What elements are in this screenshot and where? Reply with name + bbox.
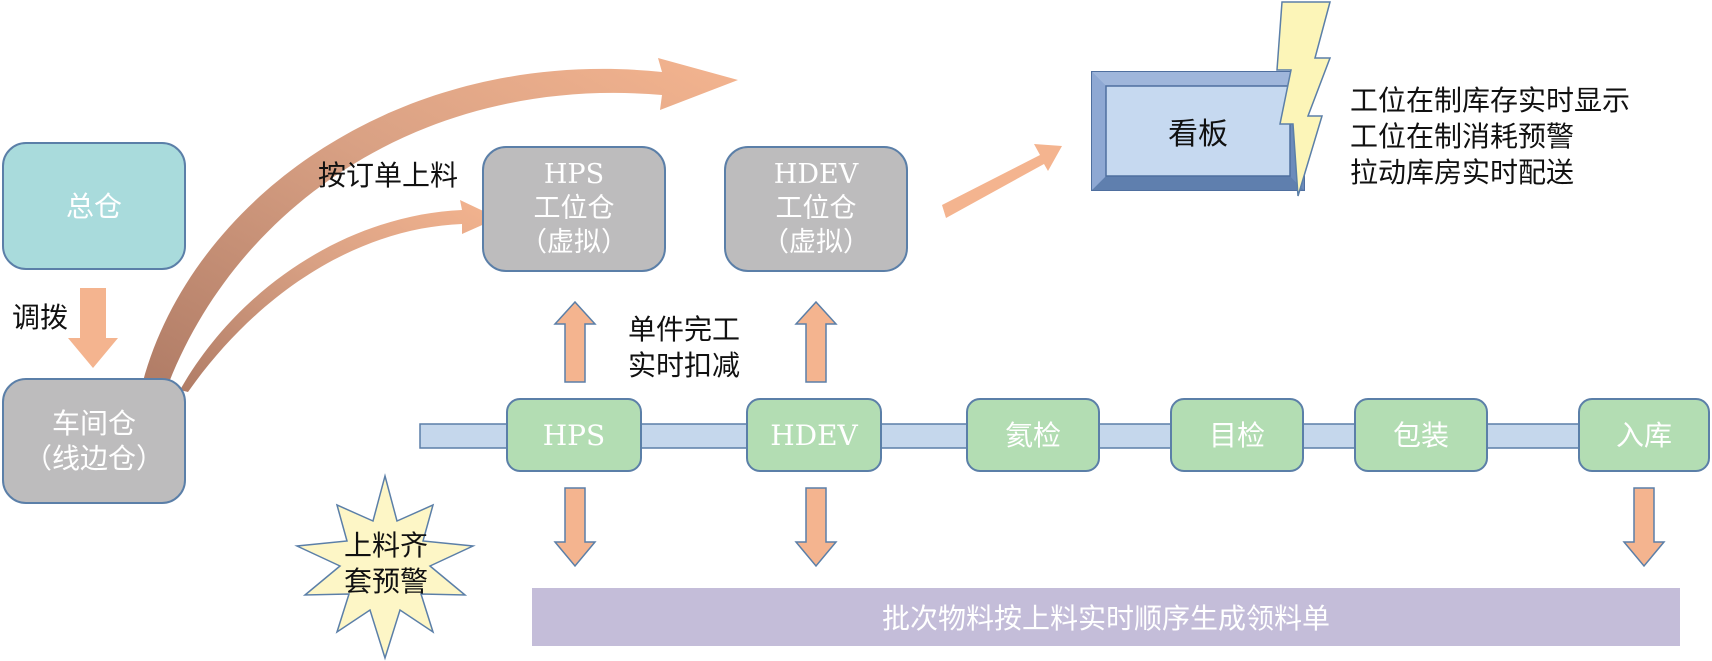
kanban-frame — [1091, 71, 1305, 191]
feeding-alert-label: 上料齐 套预警 — [341, 528, 431, 601]
hdev-station-label-2: 工位仓 — [775, 193, 857, 225]
hps-station-label-1: HPS — [543, 159, 605, 191]
feeding-alert-line-1: 上料齐 — [343, 529, 428, 562]
down-arrow-hps — [553, 487, 597, 568]
kanban-function-2: 工位在制消耗预警 — [1350, 119, 1575, 153]
process-step-storage-label: 入库 — [1615, 418, 1672, 452]
process-step-helium-check: 氦检 — [966, 398, 1100, 472]
process-step-hps: HPS — [506, 398, 642, 472]
requisition-bar-label: 批次物料按上料实时顺序生成领料单 — [881, 602, 1330, 635]
hdev-station-label-3: （虚拟） — [762, 226, 870, 258]
total-warehouse-label: 总仓 — [65, 189, 122, 223]
small-curved-arrow — [180, 200, 498, 392]
transfer-arrow — [68, 288, 118, 368]
feeding-alert-line-2: 套预警 — [343, 565, 428, 599]
kanban-label: 看板 — [1168, 117, 1228, 152]
transfer-label: 调拨 — [12, 301, 69, 334]
hdev-station-label-1: HDEV — [773, 159, 859, 191]
kanban-functions-label: 工位在制库存实时显示 工位在制消耗预警 拉动库房实时配送 — [1350, 83, 1630, 190]
process-step-storage: 入库 — [1578, 398, 1710, 472]
requisition-bar-shape — [532, 588, 1680, 646]
process-step-hdev: HDEV — [746, 398, 882, 472]
process-step-visual-check-label: 目检 — [1208, 418, 1265, 452]
feed-by-order-label: 按订单上料 — [318, 159, 459, 192]
single-completion-line-1: 单件完工 — [628, 313, 741, 346]
kanban-function-1: 工位在制库存实时显示 — [1350, 84, 1631, 117]
workshop-warehouse-label-2: （线边仓） — [23, 442, 164, 475]
lightning-icon — [1276, 1, 1332, 197]
large-curved-arrow — [142, 58, 738, 385]
single-completion-line-2: 实时扣减 — [628, 348, 741, 382]
single-completion-label: 单件完工 实时扣减 — [628, 312, 740, 384]
up-arrow-hps — [553, 300, 597, 383]
down-arrow-storage — [1622, 487, 1666, 568]
hps-station-label-3: （虚拟） — [520, 226, 628, 258]
process-step-packaging-label: 包装 — [1392, 418, 1449, 452]
alert-burst-icon — [294, 473, 476, 661]
process-step-packaging: 包装 — [1354, 398, 1488, 472]
up-arrow-hdev — [794, 300, 838, 383]
down-arrow-hdev — [794, 487, 838, 568]
process-step-visual-check: 目检 — [1170, 398, 1304, 472]
to-kanban-arrow — [942, 144, 1062, 218]
process-step-hdev-label: HDEV — [770, 418, 858, 452]
kanban-function-3: 拉动库房实时配送 — [1350, 155, 1575, 189]
hdev-station-warehouse-node: HDEV 工位仓 （虚拟） — [724, 146, 908, 272]
process-step-helium-check-label: 氦检 — [1004, 418, 1061, 452]
workshop-warehouse-label-1: 车间仓 — [51, 407, 136, 440]
total-warehouse-node: 总仓 — [2, 142, 186, 270]
hps-station-warehouse-node: HPS 工位仓 （虚拟） — [482, 146, 666, 272]
hps-station-label-2: 工位仓 — [533, 193, 615, 225]
process-step-hps-label: HPS — [542, 418, 606, 452]
workshop-warehouse-node: 车间仓 （线边仓） — [2, 378, 186, 504]
